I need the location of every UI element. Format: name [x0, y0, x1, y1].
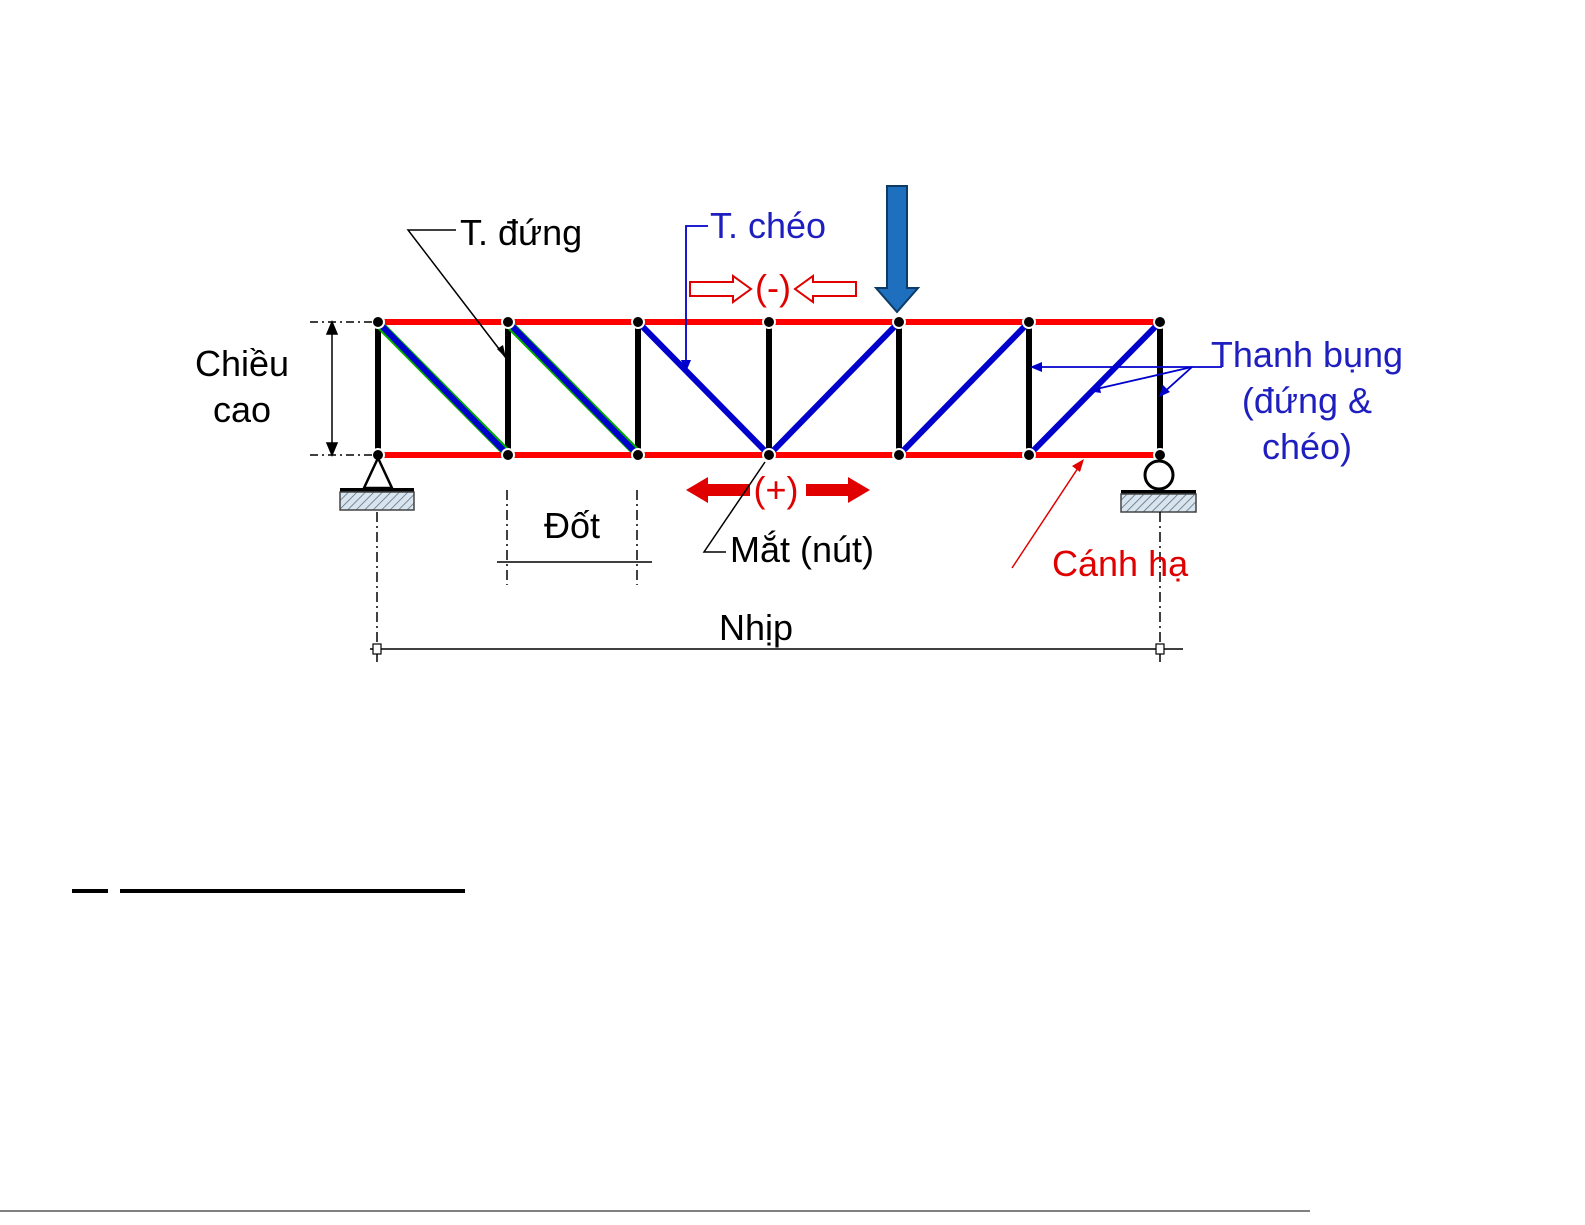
label-web-line3: chéo) — [1262, 426, 1352, 467]
label-diagonal-member: T. chéo — [710, 205, 826, 246]
label-span: Nhịp — [719, 607, 793, 648]
label-web-line1: Thanh bụng — [1211, 334, 1403, 375]
pin-support-icon — [340, 458, 414, 510]
label-panel: Đốt — [544, 505, 600, 546]
leader-lines — [408, 226, 1222, 568]
label-height-line2: cao — [213, 389, 271, 430]
down-arrow-icon — [876, 186, 918, 312]
height-dimension — [310, 322, 375, 455]
label-height-line1: Chiều — [195, 343, 289, 384]
label-joint: Mắt (nút) — [730, 529, 874, 570]
label-compression-sign: (-) — [755, 267, 791, 308]
label-vertical-member: T. đứng — [460, 212, 582, 253]
roller-support-icon — [1121, 461, 1196, 512]
label-tension-sign: (+) — [754, 469, 799, 510]
label-bottom-chord: Cánh hạ — [1052, 543, 1189, 584]
label-web-line2: (đứng & — [1242, 380, 1372, 421]
